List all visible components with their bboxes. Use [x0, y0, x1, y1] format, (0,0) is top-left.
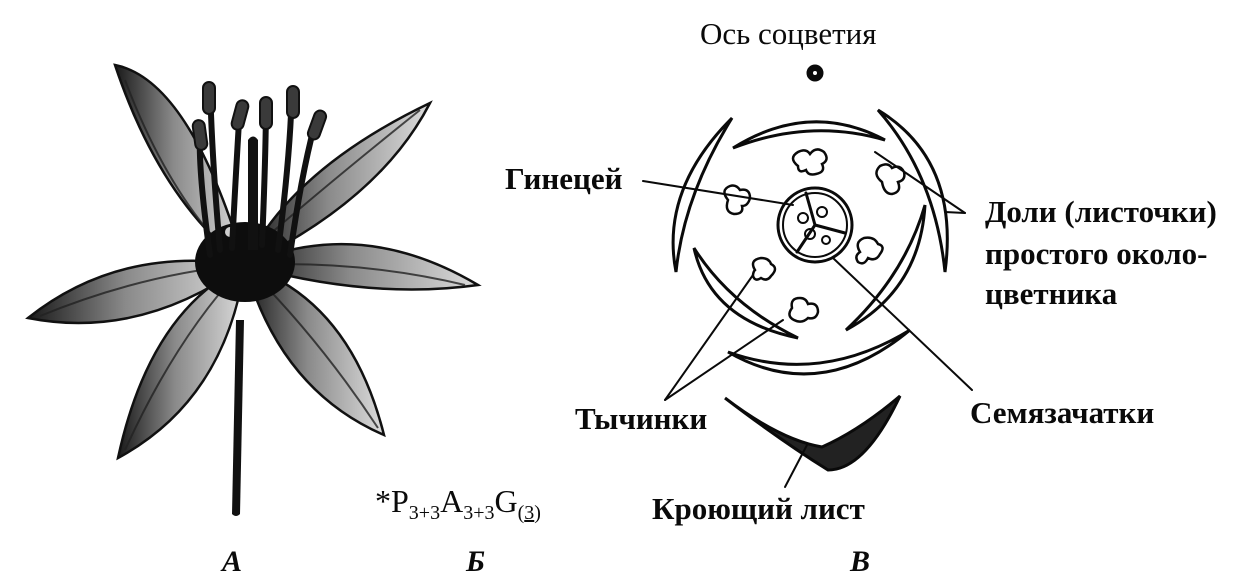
panel-letter-a: А: [222, 545, 243, 578]
bract: [724, 394, 902, 472]
actinomorphic-symbol: *: [375, 483, 391, 519]
label-stamens: Тычинки: [575, 401, 708, 436]
ovules: [797, 206, 831, 245]
formula-perianth: P: [391, 483, 409, 519]
label-tepals-line3: цветника: [985, 276, 1118, 311]
tepal-inner-left: [692, 247, 799, 340]
formula-gynoecium: G: [494, 483, 518, 519]
pistil: [248, 136, 258, 250]
tepal-outer-left: [671, 116, 734, 273]
label-bract: Кроющий лист: [652, 491, 865, 526]
formula-perianth-count: 3+3: [408, 502, 441, 524]
tepal-outer-right: [876, 108, 949, 273]
panel-letter-b: Б: [466, 545, 486, 578]
formula-androecium: A: [440, 483, 464, 519]
tepal-outer-bottom: [727, 328, 911, 376]
tepal-inner-top: [732, 120, 886, 150]
flower-stem: [232, 320, 244, 516]
gynoecium-ovary: [776, 186, 854, 264]
flower-petals: [25, 63, 482, 461]
label-gynoecium: Гинецей: [505, 161, 623, 196]
label-inflorescence-axis: Ось соцветия: [700, 16, 877, 51]
formula-androecium-count: 3+3: [463, 502, 495, 524]
label-ovules: Семязачатки: [970, 395, 1155, 430]
panel-letter-v: В: [850, 545, 871, 578]
petal-left: [25, 259, 249, 325]
anthers: [191, 81, 328, 151]
tepal-inner-right: [844, 204, 927, 332]
formula-gynoecium-count: (3): [517, 502, 541, 524]
petal-upper-left: [113, 63, 248, 269]
label-tepals-line2: простого около-: [985, 236, 1208, 271]
petal-lower-left: [116, 262, 247, 461]
label-tepals-line1: Доли (листочки): [985, 194, 1217, 229]
petal-lower-right: [243, 263, 386, 438]
leader-lines: [642, 151, 973, 488]
floral-formula: *P3+3A3+3G(3): [375, 485, 541, 523]
